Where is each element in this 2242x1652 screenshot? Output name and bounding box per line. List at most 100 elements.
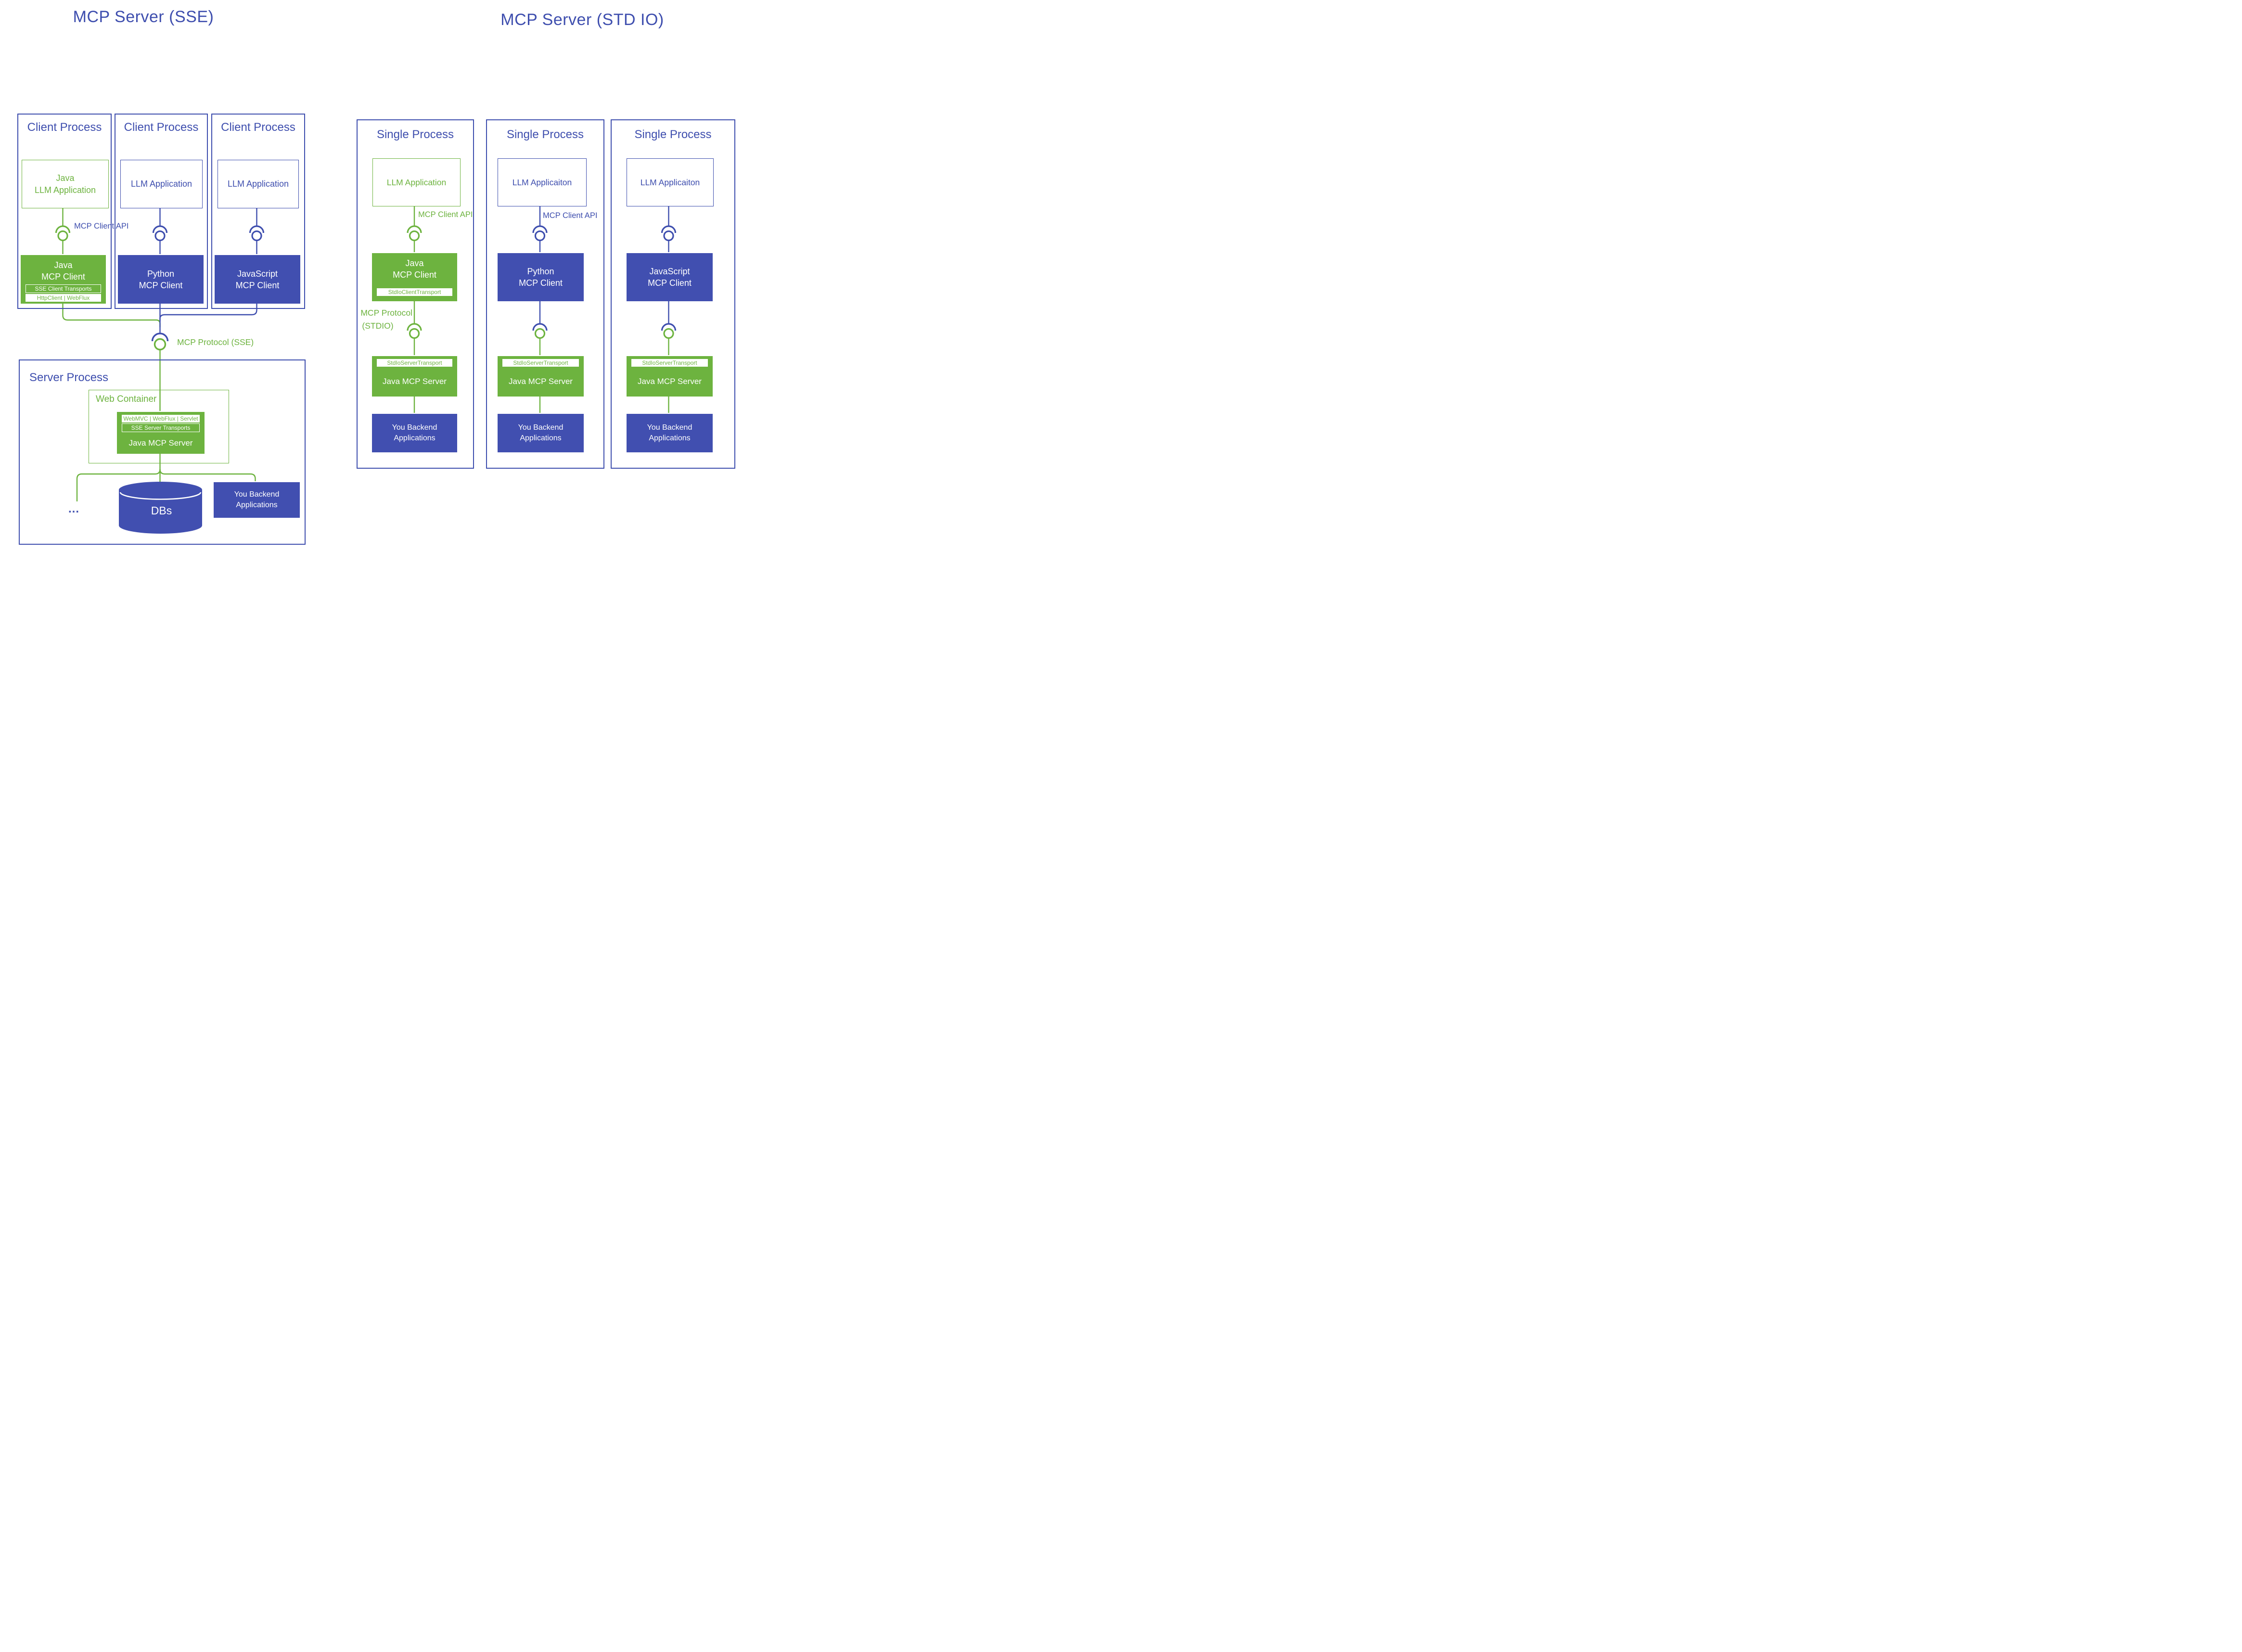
stdio-section-title: MCP Server (STD IO) — [500, 11, 664, 29]
sse-client-transports-badge: SSE Client Transports — [26, 284, 101, 293]
backend-applications-label: Applications — [394, 434, 436, 442]
single-process-title: Single Process — [634, 128, 712, 141]
backend-applications-label: You Backend — [518, 423, 564, 432]
stdio-client-transport-badge: StdIoClientTransport — [377, 288, 452, 296]
webmvc-webflux-servlet-badge: WebMVC | WebFlux | Servlet — [122, 415, 200, 423]
backend-applications-label: Applications — [649, 434, 691, 442]
client-process-title: Client Process — [27, 121, 102, 134]
sse-section-title: MCP Server (SSE) — [73, 8, 214, 26]
client-process-box: Client Process LLM Application JavaScrip… — [211, 114, 305, 309]
backend-applications-label: Applications — [236, 501, 278, 509]
diagram-canvas: MCP Server (SSE) MCP Server (STD IO) Cli… — [0, 0, 747, 551]
interface-connector-icon — [661, 323, 677, 339]
mcp-protocol-stdio-line1: MCP Protocol — [360, 308, 412, 318]
single-process-box: Single Process LLM Application Java MCP … — [357, 119, 474, 469]
client-process-box: Client Process Java LLM Application Java… — [17, 114, 112, 309]
server-process-box: Server Process Web Container WebMVC | We… — [19, 359, 306, 545]
single-process-title: Single Process — [376, 128, 454, 141]
web-container-box: Web Container — [89, 390, 229, 463]
llm-application-label: LLM Applicaiton — [640, 177, 700, 187]
mcp-protocol-sse-label: MCP Protocol (SSE) — [177, 337, 254, 347]
mcp-client-api-label: MCP Client API — [543, 211, 598, 220]
llm-application-label: Java — [56, 173, 75, 183]
single-process-title: Single Process — [506, 128, 584, 141]
llm-application-box: LLM Applicaiton — [498, 158, 587, 206]
mcp-client-label: JavaScript — [649, 267, 690, 276]
java-mcp-server-label: Java MCP Server — [128, 438, 193, 448]
interface-connector-icon — [532, 225, 548, 242]
backend-applications-label: You Backend — [647, 423, 692, 432]
backend-applications-label: You Backend — [392, 423, 437, 432]
connector-wires — [55, 205, 677, 534]
llm-application-box: Java LLM Application — [22, 160, 109, 208]
mcp-client-label: MCP Client — [393, 270, 436, 280]
llm-application-box: LLM Application — [120, 160, 203, 208]
java-mcp-client-box: Java MCP Client StdIoClientTransport — [372, 253, 457, 301]
httpclient-webflux-badge: HttpClient | WebFlux — [26, 294, 101, 302]
java-mcp-server-label: Java MCP Server — [383, 377, 447, 386]
mcp-protocol-stdio-line2: (STDIO) — [362, 321, 394, 331]
java-mcp-server-box: StdIoServerTransport Java MCP Server — [627, 356, 713, 397]
mcp-client-label: MCP Client — [648, 278, 692, 288]
mcp-client-label: Python — [147, 269, 175, 279]
backend-applications-label: Applications — [520, 434, 562, 442]
llm-application-label: LLM Application — [386, 177, 447, 187]
mcp-client-label: MCP Client — [41, 272, 85, 282]
interface-connector-icon — [55, 225, 71, 242]
python-mcp-client-box: Python MCP Client — [498, 253, 584, 301]
ellipsis-label: ... — [68, 502, 80, 515]
java-mcp-server-label: Java MCP Server — [638, 377, 702, 386]
stdio-server-transport-badge: StdIoServerTransport — [631, 359, 708, 367]
backend-applications-box: You Backend Applications — [498, 414, 584, 452]
llm-application-box: LLM Applicaiton — [627, 158, 714, 206]
connector-line — [159, 469, 256, 481]
sse-server-transports-badge: SSE Server Transports — [122, 423, 200, 432]
single-process-box: Single Process LLM Applicaiton Python MC… — [486, 119, 604, 469]
server-process-title: Server Process — [29, 371, 109, 384]
web-container-title: Web Container — [96, 394, 157, 404]
llm-application-box: LLM Application — [218, 160, 299, 208]
java-mcp-server-label: Java MCP Server — [509, 377, 573, 386]
interface-connector-icon — [407, 323, 422, 339]
python-mcp-client-box: Python MCP Client — [118, 255, 204, 304]
mcp-client-label: Java — [54, 260, 73, 270]
interface-connector-icon — [249, 225, 265, 242]
client-process-box: Client Process LLM Application Python MC… — [115, 114, 208, 309]
backend-applications-box: You Backend Applications — [214, 482, 300, 518]
mcp-client-label: MCP Client — [235, 280, 280, 290]
javascript-mcp-client-box: JavaScript MCP Client — [215, 255, 300, 304]
mcp-client-api-label: MCP Client API — [418, 210, 473, 219]
client-process-title: Client Process — [221, 121, 295, 134]
mcp-client-label: MCP Client — [139, 280, 183, 290]
llm-application-label: LLM Application — [34, 185, 96, 195]
javascript-mcp-client-box: JavaScript MCP Client — [627, 253, 713, 301]
dbs-cylinder — [119, 482, 202, 534]
interface-connector-icon — [532, 323, 548, 339]
interface-connector-icon — [152, 225, 168, 242]
java-mcp-server-box: WebMVC | WebFlux | Servlet SSE Server Tr… — [117, 412, 205, 454]
mcp-client-label: Python — [527, 267, 554, 276]
connector-line — [76, 469, 161, 501]
stdio-server-transport-badge: StdIoServerTransport — [377, 359, 452, 367]
llm-application-label: LLM Application — [227, 179, 289, 189]
backend-applications-box: You Backend Applications — [372, 414, 457, 452]
dbs-label: DBs — [151, 504, 172, 517]
single-process-box: Single Process LLM Applicaiton JavaScrip… — [611, 119, 735, 469]
mcp-client-label: MCP Client — [519, 278, 563, 288]
llm-application-box: LLM Application — [372, 158, 461, 206]
client-process-title: Client Process — [124, 121, 199, 134]
mcp-protocol-stdio-label: MCP Protocol (STDIO) — [343, 307, 412, 333]
interface-connector-icon — [661, 225, 677, 242]
java-mcp-client-box: Java MCP Client SSE Client Transports Ht… — [21, 255, 106, 304]
interface-connector-icon — [407, 225, 422, 242]
mcp-client-label: Java — [405, 258, 424, 268]
backend-applications-label: You Backend — [234, 490, 280, 499]
interface-connector-icon — [151, 333, 169, 351]
java-mcp-server-box: StdIoServerTransport Java MCP Server — [498, 356, 584, 397]
backend-applications-box: You Backend Applications — [627, 414, 713, 452]
mcp-client-api-label: MCP Client API — [74, 222, 129, 231]
stdio-server-transport-badge: StdIoServerTransport — [502, 359, 579, 367]
mcp-client-label: JavaScript — [237, 269, 278, 279]
llm-application-label: LLM Application — [130, 179, 192, 189]
java-mcp-server-box: StdIoServerTransport Java MCP Server — [372, 356, 457, 397]
